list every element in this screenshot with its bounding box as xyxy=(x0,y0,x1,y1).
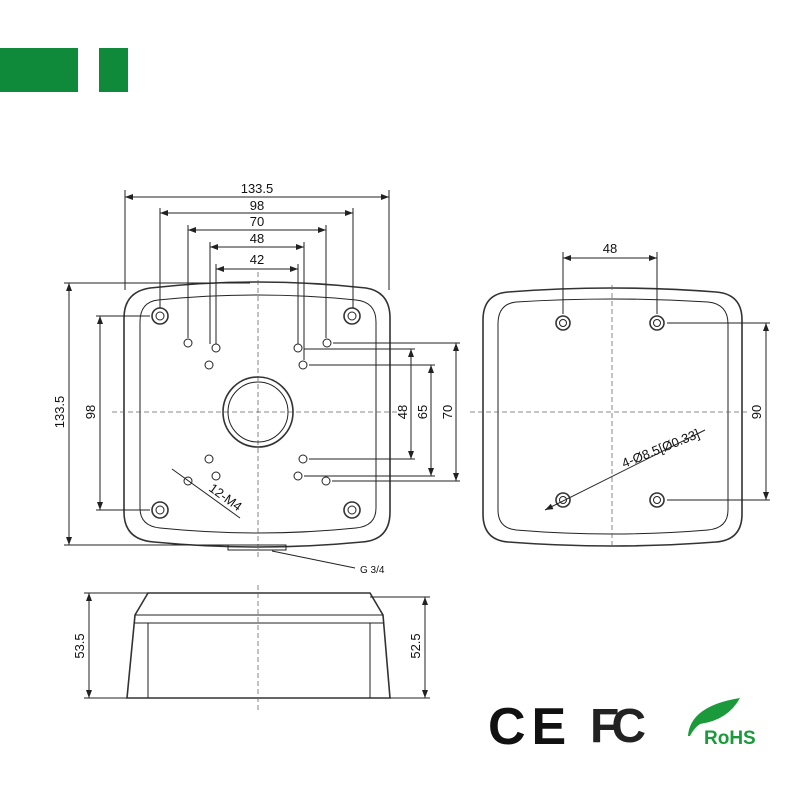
header-accent-bar-left xyxy=(0,48,78,92)
dim-height-48: 48 xyxy=(395,405,410,419)
thread-label: 12-M4 xyxy=(206,480,245,514)
fcc-logo: FC xyxy=(590,700,645,753)
dim-height-overall: 133.5 xyxy=(52,396,67,429)
dim-width-42: 42 xyxy=(250,252,264,267)
dim-width-70: 70 xyxy=(250,214,264,229)
rohs-leaf-icon xyxy=(688,698,740,736)
dim-height-65: 65 xyxy=(415,405,430,419)
dim-height-70: 70 xyxy=(440,405,455,419)
dim-width-overall: 133.5 xyxy=(241,181,274,196)
side-view: 53.5 52.5 xyxy=(72,585,430,712)
dim-width-48: 48 xyxy=(250,231,264,246)
dim-width-98: 98 xyxy=(250,198,264,213)
certification-logos: CE FC RoHS xyxy=(488,698,756,756)
top-view: 133.5 98 70 48 42 133.5 98 48 65 70 12-M… xyxy=(52,181,460,576)
dim-height-98: 98 xyxy=(83,405,98,419)
bottom-view: 48 90 4-Ø8.5[Ø0.33] xyxy=(470,241,770,548)
corner-holes xyxy=(151,307,361,519)
dim-side-height-right: 52.5 xyxy=(408,633,423,658)
dim-side-height-left: 53.5 xyxy=(72,633,87,658)
rohs-logo: RoHS xyxy=(704,728,756,749)
fitting-label: G 3/4 xyxy=(360,565,385,576)
hole-spec-label: 4-Ø8.5[Ø0.33] xyxy=(620,426,702,471)
dim-hole-spacing-48: 48 xyxy=(603,241,617,256)
header-accent-bar-right xyxy=(99,48,128,92)
ce-logo: CE xyxy=(488,698,572,756)
dim-hole-spacing-90: 90 xyxy=(749,405,764,419)
